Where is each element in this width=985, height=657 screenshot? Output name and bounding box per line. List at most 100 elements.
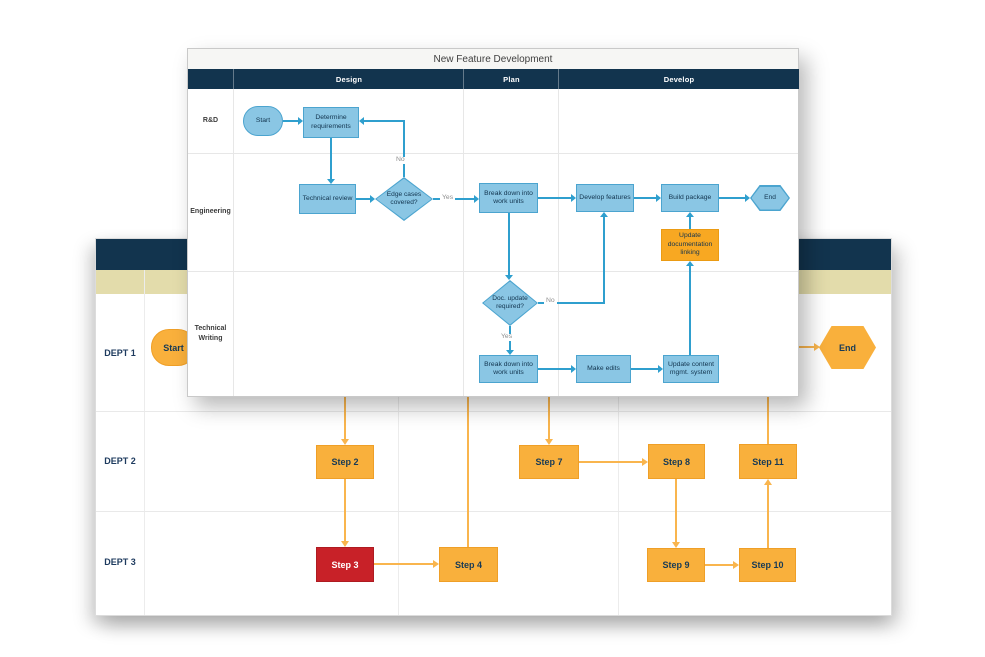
arrowhead — [327, 179, 335, 184]
lane-label-dept-2: DEPT 2 — [104, 456, 136, 466]
grid-line — [233, 89, 234, 396]
node-doc-update-required: Doc. update required? — [482, 280, 538, 326]
arrowhead — [656, 194, 661, 202]
node-make-edits: Make edits — [576, 355, 631, 383]
hexagon-shape — [751, 186, 789, 210]
node-build-package: Build package — [661, 184, 719, 212]
connector-line — [374, 563, 433, 565]
connector-line — [689, 217, 691, 229]
arrowhead — [341, 439, 349, 445]
phase-header-plan: Plan — [463, 69, 559, 89]
node-step-2: Step 2 — [316, 445, 374, 479]
node-determine-requirements: Determine requirements — [303, 107, 359, 138]
lane-label-dept-1: DEPT 1 — [104, 347, 136, 358]
arrowhead — [359, 117, 364, 125]
connector-line — [344, 479, 346, 541]
arrowhead — [474, 195, 479, 203]
grid-line — [188, 271, 798, 272]
connector-line — [719, 197, 745, 199]
arrowhead — [505, 275, 513, 280]
connector-line — [796, 346, 814, 348]
phase-header-develop: Develop — [558, 69, 799, 89]
connector-line — [283, 120, 298, 122]
edge-label-yes: Yes — [499, 333, 515, 341]
arrowhead — [600, 212, 608, 217]
node-step-9: Step 9 — [647, 548, 705, 582]
connector-line — [538, 197, 571, 199]
arrowhead — [658, 365, 663, 373]
arrowhead — [733, 561, 739, 569]
edge-label-no: No — [394, 156, 407, 164]
arrowhead — [341, 541, 349, 547]
grid-line — [558, 89, 559, 396]
lane-label-dept-3: DEPT 3 — [104, 557, 136, 567]
connector-line — [767, 396, 769, 444]
hexagon-shape — [819, 326, 876, 369]
arrowhead — [506, 350, 514, 355]
connector-line — [403, 121, 405, 177]
grid-line — [144, 270, 145, 615]
lane-label-rnd: R&D — [202, 117, 219, 125]
lane-label-technical-writing: Technical Writing — [194, 325, 227, 342]
phase-header-spacer — [188, 69, 233, 89]
arrowhead — [545, 439, 553, 445]
arrowhead — [686, 261, 694, 266]
node-end-front: End — [750, 185, 790, 211]
node-update-content-mgmt: Update content mgmt. system — [663, 355, 719, 383]
arrowhead — [686, 212, 694, 217]
arrowhead — [571, 365, 576, 373]
connector-line — [548, 396, 550, 439]
node-step-8: Step 8 — [648, 444, 705, 479]
grid-line — [398, 294, 399, 615]
connector-line — [767, 485, 769, 548]
connector-line — [689, 266, 691, 355]
connector-line — [508, 213, 510, 275]
edge-label-yes: Yes — [440, 194, 456, 202]
node-develop-features: Develop features — [576, 184, 634, 212]
node-end-back: End — [819, 326, 876, 369]
arrowhead — [571, 194, 576, 202]
node-step-7: Step 7 — [519, 445, 579, 479]
arrowhead — [672, 542, 680, 548]
node-start-front: Start — [243, 106, 283, 136]
node-breakdown-technical-writing: Break down into work units — [479, 355, 538, 383]
connector-line — [538, 302, 605, 304]
lane-label-engineering: Engineering — [190, 208, 231, 216]
arrowhead — [642, 458, 648, 466]
node-step-10: Step 10 — [739, 548, 796, 582]
grid-line — [96, 411, 891, 412]
node-breakdown-engineering: Break down into work units — [479, 183, 538, 213]
connector-line — [705, 564, 733, 566]
node-update-documentation-linking: Update documentation linking — [661, 229, 719, 261]
connector-line — [344, 396, 346, 440]
arrowhead — [814, 343, 820, 351]
connector-line — [634, 197, 656, 199]
connector-line — [579, 461, 642, 463]
arrowhead — [298, 117, 303, 125]
connector-line — [603, 217, 605, 304]
edge-label-no: No — [544, 297, 557, 305]
arrowhead — [764, 479, 772, 485]
arrowhead — [433, 560, 439, 568]
grid-line — [188, 153, 798, 154]
node-step-11: Step 11 — [739, 444, 797, 479]
grid-line — [96, 511, 891, 512]
node-step-3: Step 3 — [316, 547, 374, 582]
connector-line — [356, 198, 370, 200]
arrowhead — [370, 195, 375, 203]
connector-line — [467, 396, 469, 547]
front-flowchart-panel: New Feature Development Design Plan Deve… — [187, 48, 799, 397]
connector-line — [631, 368, 658, 370]
connector-line — [330, 138, 332, 179]
node-technical-review: Technical review — [299, 184, 356, 214]
connector-line — [538, 368, 571, 370]
grid-line — [463, 89, 464, 396]
arrowhead — [745, 194, 750, 202]
connector-line — [364, 120, 405, 122]
connector-line — [675, 479, 677, 542]
diagram-title: New Feature Development — [188, 49, 798, 69]
node-step-4: Step 4 — [439, 547, 498, 582]
phase-header-design: Design — [233, 69, 464, 89]
grid-line — [618, 294, 619, 615]
